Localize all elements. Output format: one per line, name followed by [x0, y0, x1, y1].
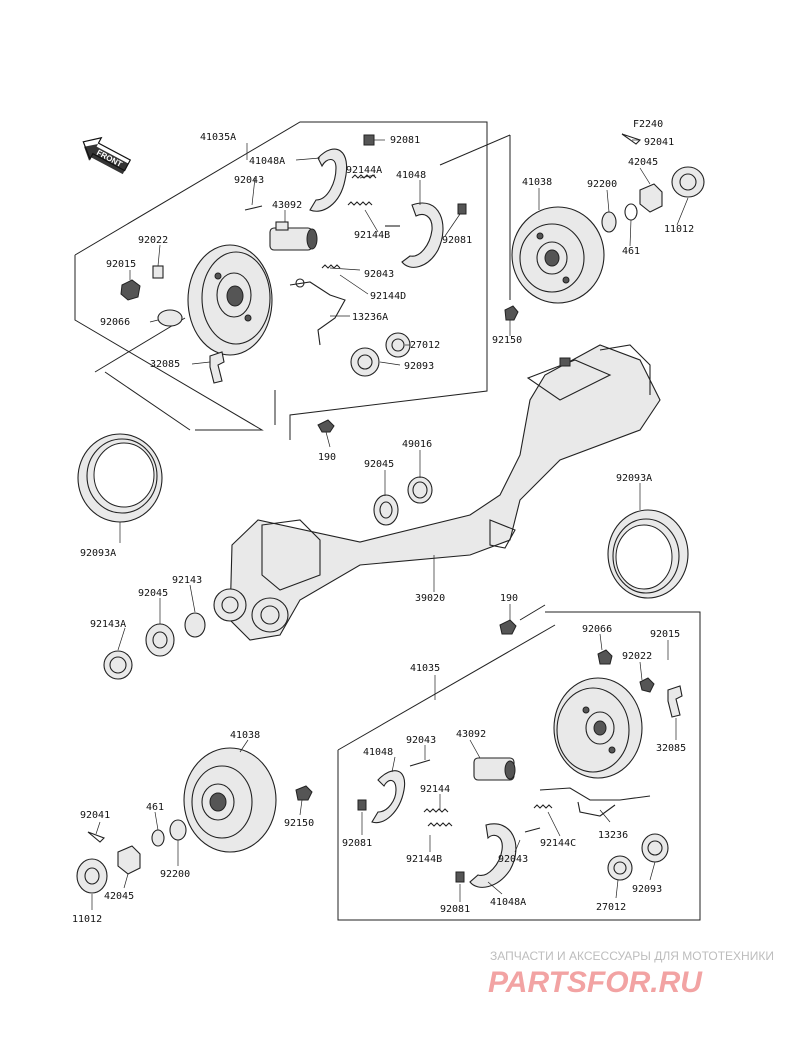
- part-label: 41038: [522, 177, 552, 188]
- figure-code: F2240: [633, 119, 663, 130]
- bearing-27012-92093-top: [350, 332, 411, 377]
- part-label: 92066: [582, 624, 612, 635]
- part-label: 41035: [410, 663, 440, 674]
- watermark-tagline: ЗАПЧАСТИ И АКСЕССУАРЫ ДЛЯ МОТОТЕХНИКИ: [490, 949, 774, 963]
- part-label: 92066: [100, 317, 130, 328]
- part-label: 43092: [456, 729, 486, 740]
- part-label: 41048A: [249, 156, 285, 167]
- seal-92093A-left: [77, 433, 163, 523]
- part-label: 92022: [622, 651, 652, 662]
- hub-parts-bottom-left: [76, 819, 187, 894]
- part-label: 92043: [406, 735, 436, 746]
- part-label: 92144B: [406, 854, 442, 865]
- part-label: 92022: [138, 235, 168, 246]
- part-label: 27012: [410, 340, 440, 351]
- brake-drum-41038-bottom: [183, 747, 313, 853]
- part-label: 13236A: [352, 312, 388, 323]
- part-label: 42045: [628, 157, 658, 168]
- lever-13236: [539, 787, 651, 817]
- axle-housing-39020: [213, 344, 661, 641]
- front-arrow-icon: FRONT: [82, 136, 132, 175]
- brake-shoe-41048A-top: [309, 148, 348, 212]
- watermark: ЗАПЧАСТИ И АКСЕССУАРЫ ДЛЯ МОТОТЕХНИКИ PA…: [488, 949, 774, 999]
- wheel-cylinder-43092-top: [269, 221, 318, 251]
- seal-92093A-right: [607, 509, 689, 599]
- part-label: 92081: [442, 235, 472, 246]
- part-label: 32085: [656, 743, 686, 754]
- part-label: 43092: [272, 200, 302, 211]
- part-label: 92041: [644, 137, 674, 148]
- part-label: 92150: [492, 335, 522, 346]
- assembly-frames: [74, 121, 701, 921]
- part-label: 190: [500, 593, 518, 604]
- part-label: 92144B: [354, 230, 390, 241]
- part-label: 11012: [72, 914, 102, 925]
- brake-shoes-bottom: [357, 759, 553, 888]
- part-label: 92200: [587, 179, 617, 190]
- small-parts-top: [120, 134, 467, 384]
- part-label: 92144C: [540, 838, 576, 849]
- part-label: 41035A: [200, 132, 236, 143]
- part-label: 92043: [234, 175, 264, 186]
- part-label: 41048: [396, 170, 426, 181]
- part-label: 92043: [364, 269, 394, 280]
- part-label: 92081: [440, 904, 470, 915]
- part-label: 92093: [632, 884, 662, 895]
- part-label: 92093A: [616, 473, 652, 484]
- part-label: 41038: [230, 730, 260, 741]
- part-label: 461: [622, 246, 640, 257]
- part-label: 190: [318, 452, 336, 463]
- part-label: 49016: [402, 439, 432, 450]
- watermark-brand: PARTSFOR.RU: [488, 966, 703, 999]
- lever-13236A: [289, 278, 346, 346]
- part-label: 41048: [363, 747, 393, 758]
- brake-panel-left: [187, 244, 273, 356]
- part-label: 92093: [404, 361, 434, 372]
- part-label: 92015: [106, 259, 136, 270]
- part-label: 92144: [420, 784, 450, 795]
- part-label: 92200: [160, 869, 190, 880]
- part-label: 92043: [498, 854, 528, 865]
- part-label: 32085: [150, 359, 180, 370]
- leader-lines: [91, 139, 689, 910]
- part-label: 42045: [104, 891, 134, 902]
- wheel-cylinder-43092-bottom: [473, 757, 516, 781]
- part-label: 92045: [364, 459, 394, 470]
- part-label: 92045: [138, 588, 168, 599]
- bearings-left: [103, 612, 206, 680]
- bearings-center: [317, 419, 517, 635]
- part-label: 92150: [284, 818, 314, 829]
- part-label: 39020: [415, 593, 445, 604]
- brake-shoe-41048-top: [401, 202, 444, 268]
- part-label: 92144A: [346, 165, 382, 176]
- part-label: 92143: [172, 575, 202, 586]
- brake-drum-41038-top: [504, 206, 605, 321]
- part-label: 461: [146, 802, 164, 813]
- part-label: 92093A: [80, 548, 116, 559]
- part-label: 41048A: [490, 897, 526, 908]
- brake-panel-right: [553, 649, 683, 779]
- part-label: 11012: [664, 224, 694, 235]
- part-label: 92015: [650, 629, 680, 640]
- part-label: 92144D: [370, 291, 406, 302]
- part-label: 92081: [390, 135, 420, 146]
- hub-parts-top-right: [601, 133, 705, 233]
- part-labels: F2240 41035A 41048A 92081 92043 43092 92…: [72, 119, 694, 925]
- part-label: 92143A: [90, 619, 126, 630]
- bearings-bottom-right: [607, 833, 669, 881]
- part-label: 13236: [598, 830, 628, 841]
- part-label: 92041: [80, 810, 110, 821]
- part-label: 27012: [596, 902, 626, 913]
- part-label: 92081: [342, 838, 372, 849]
